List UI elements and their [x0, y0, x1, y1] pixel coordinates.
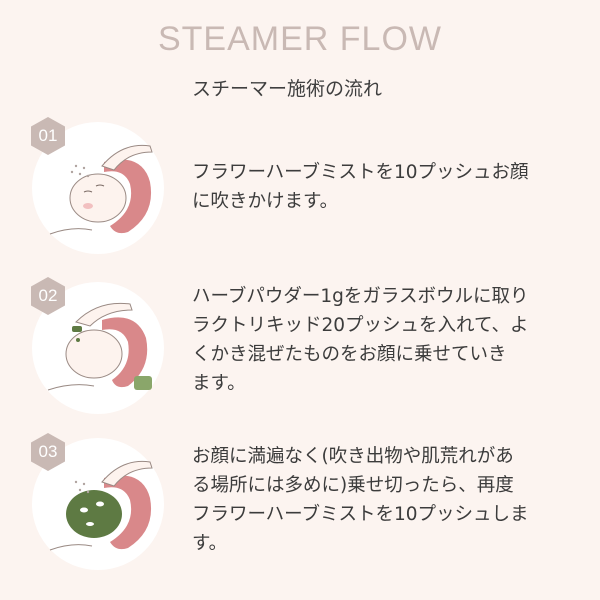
step-3-line: る場所には多めに)乗せ切ったら、再度: [192, 475, 514, 496]
step-3-line: す。: [192, 533, 228, 554]
step-3-line: お顔に満遍なく(吹き出物や肌荒れがあ: [192, 446, 514, 467]
step-3-description: お顔に満遍なく(吹き出物や肌荒れがあ る場所には多めに)乗せ切ったら、再度 フラ…: [192, 442, 582, 558]
page-subtitle: スチーマー施術の流れ: [192, 78, 383, 100]
step-2: 02 ハーブパウダー1gをガラスボウルに取り ラクトリキッド20プッシュを入れて…: [0, 276, 600, 416]
step-2-illustration: [32, 282, 164, 414]
step-2-line: ハーブパウダー1gをガラスボウルに取り: [192, 286, 529, 307]
step-2-line: ラクトリキッド20プッシュを入れて、よ: [192, 315, 529, 336]
step-3-number: 03: [38, 442, 58, 461]
step-2-line: くかき混ぜたものをお顔に乗せていき: [192, 344, 507, 365]
step-1-line: に吹きかけます。: [192, 191, 339, 212]
step-1-description: フラワーハーブミストを10プッシュお顔 に吹きかけます。: [192, 158, 582, 216]
step-3: 03 お顔に満遍なく(吹き出物や肌荒れがあ る場所には多めに)乗せ切ったら、再度…: [0, 432, 600, 572]
step-1-badge: 01: [28, 116, 68, 156]
step-2-line: ます。: [192, 373, 246, 394]
step-2-badge: 02: [28, 276, 68, 316]
step-3-line: フラワーハーブミストを10プッシュしま: [192, 504, 529, 525]
step-2-description: ハーブパウダー1gをガラスボウルに取り ラクトリキッド20プッシュを入れて、よ …: [192, 282, 582, 398]
step-1-line: フラワーハーブミストを10プッシュお顔: [192, 162, 529, 183]
page-title: STEAMER FLOW: [157, 20, 443, 58]
step-1: 01 フラワーハーブミストを10プッシュお顔 に吹きかけます。: [0, 116, 600, 256]
step-1-illustration: [32, 122, 164, 254]
step-3-illustration: [32, 438, 164, 570]
step-3-badge: 03: [28, 432, 68, 472]
step-1-number: 01: [38, 126, 58, 145]
step-2-number: 02: [38, 286, 58, 305]
